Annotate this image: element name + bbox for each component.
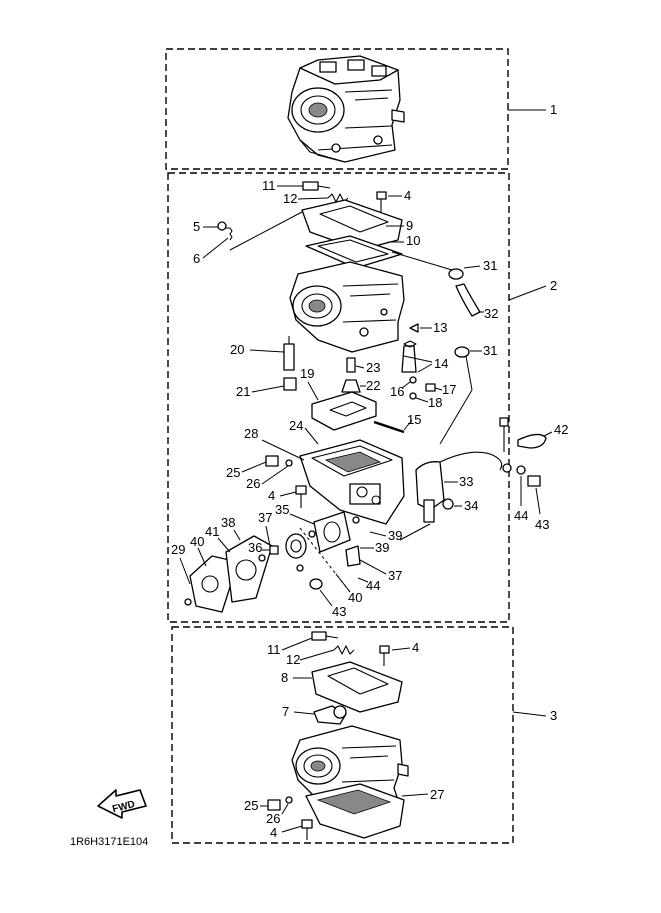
fwd-label: FWD bbox=[111, 799, 136, 815]
part-callout: 34 bbox=[464, 498, 478, 513]
part-callout: 26 bbox=[266, 811, 280, 826]
part-callout: 37 bbox=[258, 510, 272, 525]
part-callout: 16 bbox=[390, 384, 404, 399]
carburetor-assembly-complete bbox=[287, 55, 405, 163]
group-frame-3 bbox=[171, 626, 514, 844]
group-callout-1: 1 bbox=[550, 102, 557, 117]
part-callout: 12 bbox=[286, 652, 300, 667]
part-callout: 23 bbox=[366, 360, 380, 375]
group-callout-2: 2 bbox=[550, 278, 557, 293]
part-callout: 31 bbox=[483, 343, 497, 358]
part-callout: 18 bbox=[428, 395, 442, 410]
group-frame-1 bbox=[165, 48, 509, 170]
part-callout: 33 bbox=[459, 474, 473, 489]
group-callout-3: 3 bbox=[550, 708, 557, 723]
part-callout: 38 bbox=[221, 515, 235, 530]
carburetor-exploded-top bbox=[184, 181, 547, 613]
part-callout: 6 bbox=[193, 251, 200, 266]
part-callout: 42 bbox=[554, 422, 568, 437]
part-callout: 4 bbox=[404, 188, 411, 203]
fwd-arrow-icon: FWD bbox=[97, 789, 147, 819]
carburetor-assembly-bottom bbox=[267, 631, 409, 840]
part-callout: 37 bbox=[388, 568, 402, 583]
part-callout: 4 bbox=[268, 488, 275, 503]
top-assembly-callouts: 11 12 4 5 6 9 10 31 32 13 14 31 20 23 16… bbox=[171, 178, 568, 619]
part-callout: 22 bbox=[366, 378, 380, 393]
part-callout: 17 bbox=[442, 382, 456, 397]
part-callout: 4 bbox=[270, 825, 277, 840]
part-callout: 40 bbox=[190, 534, 204, 549]
part-callout: 35 bbox=[275, 502, 289, 517]
part-callout: 10 bbox=[406, 233, 420, 248]
part-callout: 8 bbox=[281, 670, 288, 685]
part-callout: 43 bbox=[332, 604, 346, 619]
part-callout: 28 bbox=[244, 426, 258, 441]
part-callout: 36 bbox=[248, 540, 262, 555]
part-callout: 12 bbox=[283, 191, 297, 206]
part-callout: 44 bbox=[514, 508, 528, 523]
part-callout: 21 bbox=[236, 384, 250, 399]
part-callout: 27 bbox=[430, 787, 444, 802]
part-callout: 26 bbox=[246, 476, 260, 491]
part-callout: 32 bbox=[484, 306, 498, 321]
part-callout: 40 bbox=[348, 590, 362, 605]
part-callout: 25 bbox=[226, 465, 240, 480]
part-callout: 4 bbox=[412, 640, 419, 655]
part-callout: 41 bbox=[205, 524, 219, 539]
part-callout: 39 bbox=[388, 528, 402, 543]
part-callout: 9 bbox=[406, 218, 413, 233]
part-callout: 14 bbox=[434, 356, 448, 371]
part-callout: 7 bbox=[282, 704, 289, 719]
bottom-assembly-callouts: 11 12 4 8 7 27 25 26 4 bbox=[244, 637, 444, 840]
part-callout: 43 bbox=[535, 517, 549, 532]
part-callout: 5 bbox=[193, 219, 200, 234]
part-callout: 29 bbox=[171, 542, 185, 557]
part-callout: 44 bbox=[366, 578, 380, 593]
part-callout: 31 bbox=[483, 258, 497, 273]
part-callout: 11 bbox=[267, 642, 281, 657]
part-callout: 13 bbox=[433, 320, 447, 335]
part-callout: 39 bbox=[375, 540, 389, 555]
group-frame-2 bbox=[167, 172, 510, 623]
part-callout: 19 bbox=[300, 366, 314, 381]
part-callout: 24 bbox=[289, 418, 303, 433]
part-callout: 15 bbox=[407, 412, 421, 427]
reference-code: 1R6H3171E104 bbox=[70, 836, 148, 848]
part-callout: 20 bbox=[230, 342, 244, 357]
part-callout: 25 bbox=[244, 798, 258, 813]
part-callout: 11 bbox=[262, 178, 276, 193]
